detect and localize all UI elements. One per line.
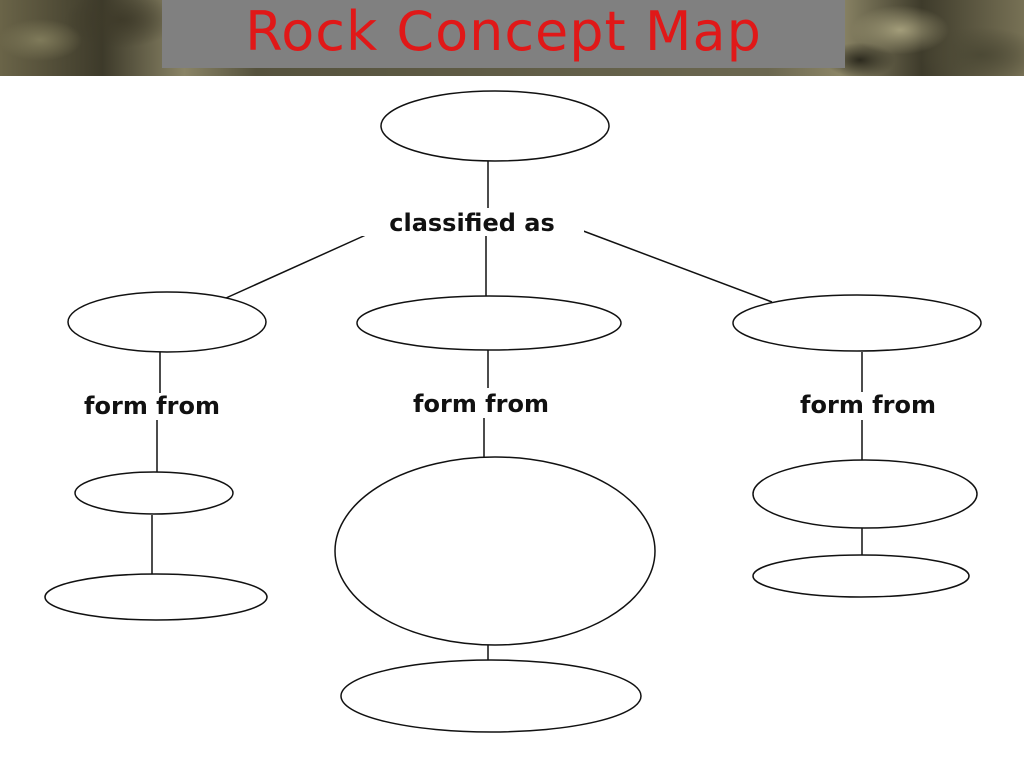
slide-title: Rock Concept Map — [245, 0, 762, 63]
root-concept-oval — [380, 90, 610, 162]
link-label-to-left — [225, 233, 369, 299]
form-from-label-right: form from — [800, 391, 936, 419]
form-from-label-middle: form from — [413, 390, 549, 418]
right-source-oval — [752, 459, 978, 529]
middle-source-circle — [334, 456, 656, 646]
form-from-label-left: form from — [84, 392, 220, 420]
middle-category-oval — [356, 295, 622, 351]
left-category-oval — [67, 291, 267, 353]
right-bottom-oval — [752, 554, 970, 598]
left-bottom-oval — [44, 573, 268, 621]
classified-as-label: classified as — [389, 209, 555, 237]
middle-bottom-oval — [340, 659, 642, 733]
title-box: Rock Concept Map — [162, 0, 845, 68]
left-source-oval — [74, 471, 234, 515]
right-category-oval — [732, 294, 982, 352]
link-label-to-right — [577, 228, 773, 303]
classified-label-bg — [360, 208, 584, 236]
